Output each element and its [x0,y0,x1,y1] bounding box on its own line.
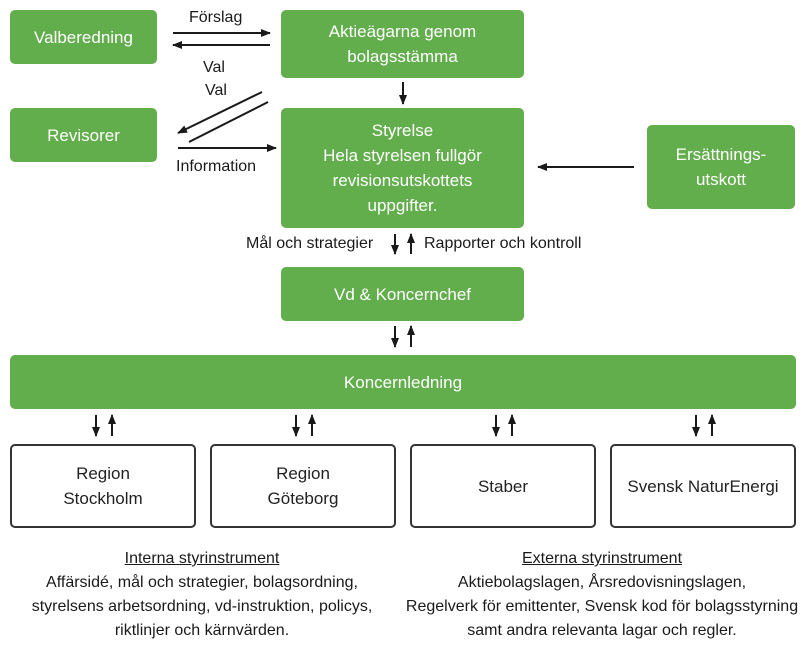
region-stockholm-box: Region Stockholm [10,444,196,528]
ersattning-line-1: Ersättnings- [675,145,767,164]
region-goteborg-line-2: Göteborg [267,489,339,508]
staber-box: Staber [410,444,596,528]
externa-line-1: Aktiebolagslagen, Årsredovisningslagen, [457,574,747,591]
interna-styrinstrument: Interna styrinstrument Affärsidé, mål oc… [0,547,404,643]
styrelse-box: Styrelse Hela styrelsen fullgör revision… [281,108,524,228]
externa-title: Externa styrinstrument [521,550,683,567]
ersattning-line-2: utskott [695,170,747,189]
information-label: Information [176,158,257,175]
externa-line-3: samt andra relevanta lagar och regler. [467,622,737,639]
val-arrow-2 [177,91,263,134]
rapporter-och-kontroll-label: Rapporter och kontroll [424,235,582,252]
region-goteborg-line-1: Region [276,464,330,483]
aktieagarna-line-1: Aktieägarna genom [328,22,477,41]
mal-och-strategier-label: Mål och strategier [246,235,374,252]
forslag-label: Förslag [189,9,243,26]
styrelse-line-2: Hela styrelsen fullgör [323,146,482,165]
naturenergi-label: Svensk NaturEnergi [627,476,779,496]
styrelse-line-3: revisionsutskottets [332,171,473,190]
vd-label: Vd & Koncernchef [333,284,472,304]
val-label-2: Val [205,82,227,99]
interna-title: Interna styrinstrument [124,550,280,567]
region-stockholm-line-2: Stockholm [63,489,143,508]
region-goteborg-box: Region Göteborg [210,444,396,528]
koncernledning-label: Koncernledning [343,372,463,392]
revisorer-label: Revisorer [47,125,120,145]
val-label-1: Val [203,59,225,76]
staber-label: Staber [477,476,529,496]
region-stockholm-line-1: Region [76,464,130,483]
valberedning-box: Valberedning [10,10,157,64]
interna-line-2: styrelsens arbetsordning, vd-instruktion… [31,598,373,615]
styrelse-line-4: uppgifter. [367,196,438,215]
koncernledning-box: Koncernledning [10,355,796,409]
interna-line-1: Affärsidé, mål och strategier, bolagsord… [46,574,358,591]
vd-box: Vd & Koncernchef [281,267,524,321]
val-arrow-2b [188,101,269,143]
externa-line-2: Regelverk för emittenter, Svensk kod för… [405,598,799,615]
styrelse-line-1: Styrelse [371,121,434,140]
externa-styrinstrument: Externa styrinstrument Aktiebolagslagen,… [400,547,804,643]
naturenergi-box: Svensk NaturEnergi [610,444,796,528]
interna-line-3: riktlinjer och kärnvärden. [114,622,290,639]
aktieagarna-box: Aktieägarna genom bolagsstämma [281,10,524,78]
revisorer-box: Revisorer [10,108,157,162]
valberedning-label: Valberedning [34,27,133,47]
aktieagarna-line-2: bolagsstämma [347,47,458,66]
ersattningsutskott-box: Ersättnings- utskott [647,125,795,209]
